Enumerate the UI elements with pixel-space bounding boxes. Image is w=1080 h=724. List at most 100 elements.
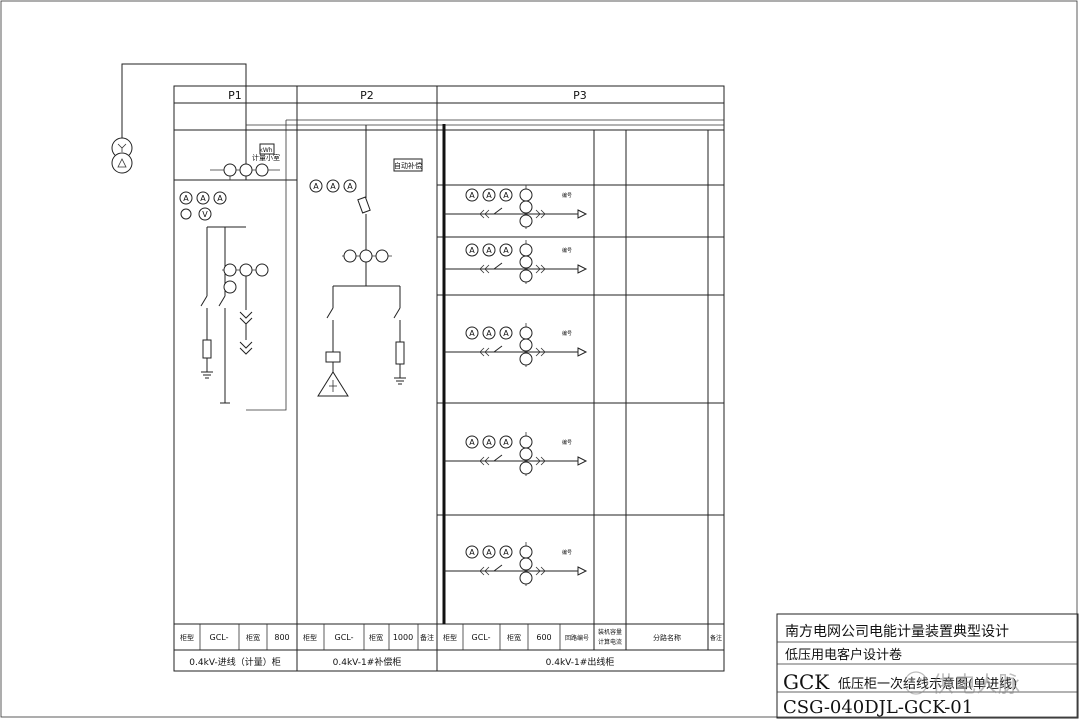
p1-width-value: 800 — [274, 633, 289, 642]
ammeter-circle — [482, 243, 496, 257]
p1-ammeter-3-mark: A — [217, 194, 223, 203]
ammeter-circle — [499, 188, 513, 202]
auto-comp-label: 自动补偿 — [394, 161, 422, 170]
p1-ammeter-1-mark: A — [183, 194, 189, 203]
ammeter-mark: A — [469, 438, 475, 447]
p1-main-breaker — [222, 263, 269, 355]
ammeter-circle — [499, 326, 513, 340]
p1-width-label: 柜宽 — [246, 633, 260, 642]
ct-circle — [519, 255, 533, 269]
ammeter-mark: A — [486, 548, 492, 557]
p1-cabinet-name: 0.4kV-进线（计量）柜 — [189, 656, 280, 668]
ct-circle — [519, 545, 533, 559]
drawout-icon — [535, 347, 546, 357]
ammeter-mark: A — [469, 246, 475, 255]
drawout-icon — [535, 264, 546, 274]
panel-frame — [173, 85, 725, 672]
ammeter-circle — [465, 435, 479, 449]
breaker-icon — [493, 564, 503, 572]
arrow-icon — [577, 566, 588, 576]
ct-circle — [519, 214, 533, 228]
drawout-icon — [479, 566, 490, 576]
p1-voltmeter-mark: V — [202, 210, 208, 219]
p3-type-label: 柜型 — [443, 633, 457, 642]
ammeter-mark: A — [503, 438, 509, 447]
ct-circle — [519, 243, 533, 257]
ammeter-circle — [499, 243, 513, 257]
p2-ammeters — [309, 179, 357, 193]
title-line-3-code: GCK — [783, 670, 830, 694]
p1-ammeters — [179, 191, 227, 221]
p1-model-value: GCL- — [210, 633, 229, 642]
p3-calc-current: 计算电流 — [598, 638, 622, 646]
p3-branch-name: 分路名称 — [653, 633, 681, 642]
ammeter-circle — [482, 326, 496, 340]
p1-feeder-circuit — [200, 226, 246, 404]
p2-ammeter-2-mark: A — [330, 182, 336, 191]
p2-type-label: 柜型 — [303, 633, 317, 642]
p3-width-label: 柜宽 — [507, 633, 521, 642]
drawout-icon — [479, 456, 490, 466]
breaker-icon — [493, 207, 503, 215]
ammeter-circle — [482, 435, 496, 449]
watermark-text: 供电人脉 — [932, 673, 1020, 698]
ammeter-circle — [499, 545, 513, 559]
ct-circle — [519, 269, 533, 283]
p2-model-value: GCL- — [335, 633, 354, 642]
ammeter-mark: A — [486, 329, 492, 338]
ct-circle — [519, 461, 533, 475]
ammeter-mark: A — [469, 329, 475, 338]
breaker-icon — [493, 345, 503, 353]
p2-ammeter-3-mark: A — [347, 182, 353, 191]
p3-feeder-row: A A A 编号 — [444, 432, 588, 476]
auto-comp-box — [393, 158, 423, 172]
breaker-icon — [493, 454, 503, 462]
branch-tag: 编号 — [562, 330, 572, 337]
p3-model-value: GCL- — [472, 633, 491, 642]
drawout-icon — [535, 456, 546, 466]
ammeter-mark: A — [503, 548, 509, 557]
ct-circle — [519, 338, 533, 352]
arrow-icon — [577, 456, 588, 466]
ct-circle — [519, 557, 533, 571]
ammeter-mark: A — [469, 191, 475, 200]
drawing-number: CSG-040DJL-GCK-01 — [783, 697, 973, 718]
ammeter-circle — [465, 545, 479, 559]
p3-install-cap: 装机容量 — [598, 628, 622, 636]
p2-note-label: 备注 — [420, 633, 434, 642]
metering-box — [259, 143, 275, 155]
incoming-cable — [121, 63, 247, 180]
drawout-icon — [535, 209, 546, 219]
ammeter-mark: A — [486, 438, 492, 447]
p2-width-value: 1000 — [393, 633, 413, 642]
breaker-icon — [493, 262, 503, 270]
arrow-icon — [577, 264, 588, 274]
ct-circle — [519, 447, 533, 461]
title-block — [776, 613, 1079, 719]
panel-p2-label: P2 — [360, 89, 374, 102]
ammeter-circle — [465, 326, 479, 340]
ammeter-mark: A — [503, 246, 509, 255]
p3-cabinet-name: 0.4kV-1#出线柜 — [546, 656, 615, 668]
title-line-3-desc: 低压柜一次结线示意图(单进线) — [838, 676, 1017, 692]
ammeter-mark: A — [486, 191, 492, 200]
p2-width-label: 柜宽 — [369, 633, 383, 642]
branch-tag: 编号 — [562, 439, 572, 446]
ammeter-circle — [465, 188, 479, 202]
ct-circle — [519, 571, 533, 585]
p3-width-value: 600 — [536, 633, 551, 642]
ct-circle — [519, 200, 533, 214]
ct-circle — [519, 352, 533, 366]
p3-remark: 备注 — [710, 634, 722, 642]
ammeter-mark: A — [469, 548, 475, 557]
branch-tag: 编号 — [562, 192, 572, 199]
ammeter-circle — [499, 435, 513, 449]
branch-tag: 编号 — [562, 247, 572, 254]
p3-circuit-no: 回路编号 — [565, 634, 589, 642]
ammeter-circle — [482, 545, 496, 559]
return-wire — [246, 120, 287, 411]
